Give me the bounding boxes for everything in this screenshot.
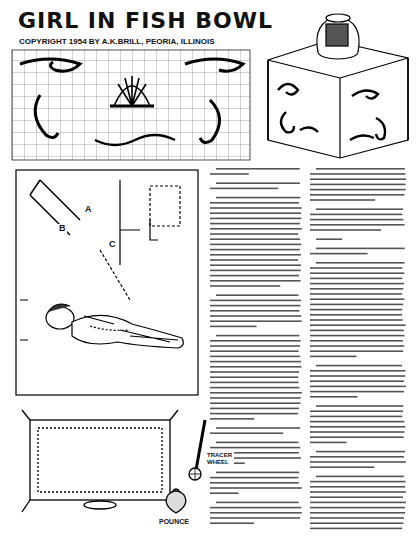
tracer-wheel [189,420,205,480]
bowl-frame [22,410,178,512]
reclining-girl [46,304,183,348]
copyright-line: COPYRIGHT 1954 BY A.K.BRILL, PEORIA, ILL… [18,38,216,46]
scroll-pattern-grid [12,50,250,160]
part-letter: B [58,224,67,233]
part-letter: A [84,205,93,214]
cabinet-drawing [268,14,408,158]
title: GIRL IN FISH BOWL [18,10,273,32]
tool-label: POUNCE [158,518,190,525]
cabinet-plan [16,170,198,395]
tool-label: TRACER WHEEL [206,452,234,465]
part-letter: C [108,240,117,249]
pounce-bag [166,489,186,513]
printed-text-columns [210,168,406,529]
